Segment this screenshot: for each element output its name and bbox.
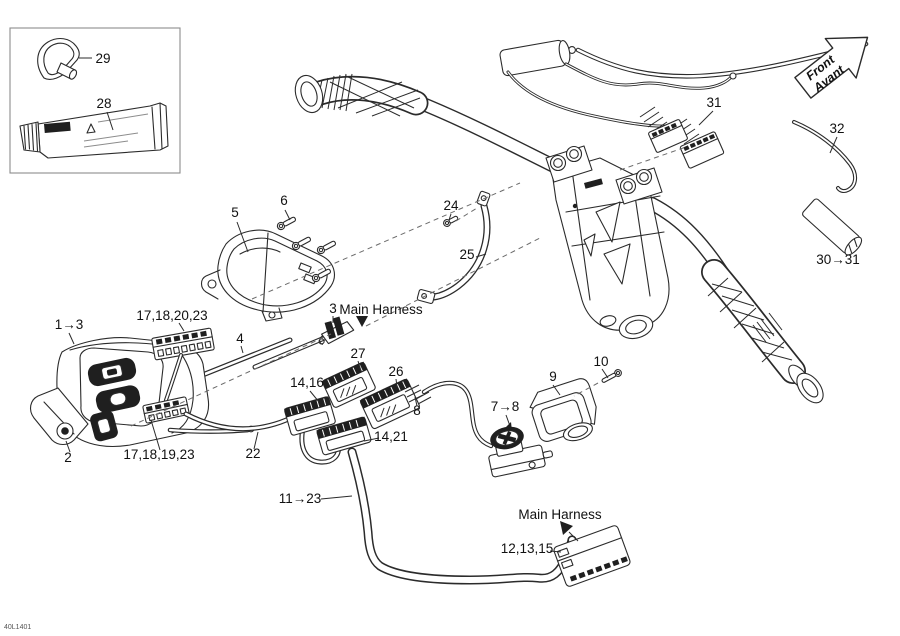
handlebar-clamp-right	[615, 167, 663, 205]
callout-17-18-19-23: 17,18,19,23	[123, 447, 194, 462]
callout-10: 10	[593, 354, 608, 369]
connector-31a	[648, 119, 688, 153]
callout-24: 24	[443, 198, 459, 213]
leader-lines	[65, 57, 838, 553]
main-harness-arrow-upper	[356, 316, 368, 327]
clamp-3	[318, 316, 355, 345]
callout-2: 2	[64, 450, 72, 465]
callout-11-23: 11→23	[279, 491, 322, 506]
callout-29: 29	[95, 51, 110, 66]
cluster-bracket	[29, 387, 89, 446]
alignment-dashed-lines	[130, 146, 687, 427]
callout-6: 6	[280, 193, 288, 208]
connector-26	[359, 378, 420, 430]
callout-4: 4	[236, 331, 244, 346]
connector-12-13-15	[553, 525, 631, 587]
left-grip	[294, 73, 429, 117]
main-harness-arrow-lower	[560, 521, 579, 542]
callout-28: 28	[96, 96, 111, 111]
connector-27	[321, 361, 376, 408]
connector-31b	[679, 131, 725, 169]
callout-8: 8	[413, 403, 421, 418]
screw-10	[601, 369, 622, 383]
callout-7-8: 7→8	[491, 399, 520, 414]
callout-30-31: 30→31	[816, 252, 860, 267]
main-harness-label-upper: Main Harness	[339, 302, 423, 317]
callout-14-21: 14,21	[374, 429, 408, 444]
terminal-pins-8	[404, 384, 432, 405]
connector-17-18-20-23	[151, 327, 215, 361]
inset-box	[9, 27, 181, 174]
ground-cable-25	[416, 190, 491, 304]
leader-arrowhead-7-8	[505, 422, 512, 431]
diagram-code: 40L1401	[4, 624, 31, 631]
connector-14-21	[316, 416, 372, 456]
front-direction-arrow: Front Avant	[794, 36, 869, 99]
callout-17-18-20-23: 17,18,20,23	[136, 308, 207, 323]
callout-32: 32	[829, 121, 844, 136]
main-harness-label-lower: Main Harness	[518, 507, 602, 522]
handlebar-clamp-left	[545, 145, 593, 183]
callout-9: 9	[549, 369, 557, 384]
ignition-wire	[421, 380, 494, 449]
callout-22: 22	[245, 446, 260, 461]
ignition-switch	[488, 426, 554, 478]
grip-heater-element	[499, 39, 737, 128]
right-grip	[701, 259, 824, 404]
callout-26: 26	[388, 364, 403, 379]
callout-25: 25	[459, 247, 474, 262]
connector-14-16	[284, 396, 336, 436]
connector-31-group	[639, 106, 725, 169]
switch-boot-9	[529, 378, 597, 442]
brake-lever	[568, 41, 869, 79]
callout-12-13-15: 12,13,15	[501, 541, 554, 556]
wire-32	[792, 120, 857, 194]
steering-column	[545, 145, 670, 340]
tube-nozzle-ridges	[23, 122, 39, 152]
clip-part	[37, 37, 80, 80]
callout-31: 31	[706, 95, 721, 110]
heater-wire-2	[506, 70, 670, 128]
cluster-button-upper	[87, 357, 137, 387]
callout-5: 5	[231, 205, 239, 220]
sleeve-30-31	[802, 198, 863, 256]
grease-tube-part	[19, 102, 169, 159]
callout-1-3: 1→3	[55, 317, 84, 332]
right-grip-knurl	[707, 277, 793, 363]
cluster-button-middle	[95, 385, 141, 413]
screws-6	[276, 216, 337, 283]
screw-24	[443, 215, 459, 227]
switch-cluster	[29, 337, 255, 447]
callout-labels: 29 28 5 6 24 25 31 32 30→31 1→3 17,18,20…	[4, 51, 860, 631]
callout-3: 3	[329, 301, 337, 316]
cluster-button-lower	[90, 410, 118, 442]
callout-14-16: 14,16	[290, 375, 324, 390]
callout-27: 27	[350, 346, 365, 361]
ignition-key-head	[490, 426, 524, 450]
handlebar	[294, 73, 824, 404]
